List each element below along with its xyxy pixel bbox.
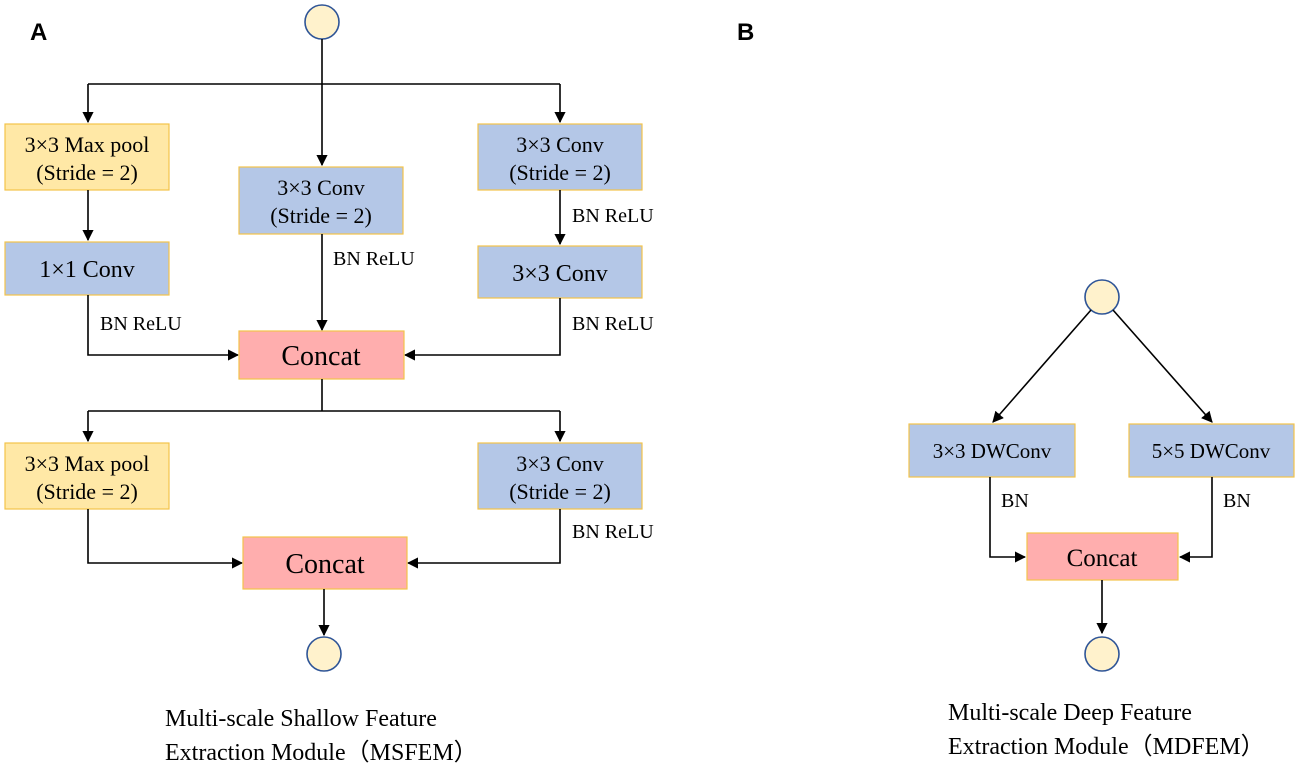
branch1-bn-relu: BN ReLU: [100, 313, 182, 335]
mdfem-input-node: [1084, 279, 1120, 315]
msfem-conv3x3-stride-center: 3×3 Conv (Stride = 2): [238, 166, 404, 235]
msfem-maxpool-2: 3×3 Max pool (Stride = 2): [4, 442, 170, 510]
mdfem-concat-label: Concat: [1067, 545, 1138, 572]
branch5-bn-relu: BN ReLU: [572, 521, 654, 543]
msfem-concat-1: Concat: [238, 330, 405, 380]
conv-right-line2: (Stride = 2): [509, 160, 611, 185]
mdfem-output-node: [1084, 636, 1120, 672]
msfem-top-split-edges: [82, 39, 566, 167]
mdfem-caption-line2: Extraction Module（MDFEM）: [948, 734, 1265, 760]
edge-conv3x3-to-concat1: [403, 298, 561, 361]
msfem-conv3x3-stride-lower: 3×3 Conv (Stride = 2): [477, 442, 643, 510]
edge-dwconv5-to-concat: [1178, 477, 1213, 563]
msfem-maxpool-1: 3×3 Max pool (Stride = 2): [4, 123, 170, 191]
msfem-conv3x3-right: 3×3 Conv: [477, 245, 643, 299]
maxpool-1-line1: 3×3 Max pool: [25, 132, 150, 157]
concat-2-label: Concat: [285, 549, 365, 580]
msfem-conv1x1: 1×1 Conv: [4, 241, 170, 296]
conv-lower-line1: 3×3 Conv: [516, 451, 604, 476]
msfem-input-node: [304, 4, 340, 40]
maxpool-2-line1: 3×3 Max pool: [25, 451, 150, 476]
msfem-conv3x3-stride-right: 3×3 Conv (Stride = 2): [477, 123, 643, 191]
mdfem-caption-line1: Multi-scale Deep Feature: [948, 700, 1192, 726]
msfem-caption-line1: Multi-scale Shallow Feature: [165, 706, 437, 732]
conv-center-line2: (Stride = 2): [270, 203, 372, 228]
mdfem-dwconv5x5: 5×5 DWConv: [1128, 423, 1295, 478]
conv-center-line1: 3×3 Conv: [277, 175, 365, 200]
mdfem-bn-right: BN: [1223, 490, 1251, 512]
branch3-bn-relu-2: BN ReLU: [572, 313, 654, 335]
msfem-caption-line2: Extraction Module（MSFEM）: [165, 740, 478, 766]
branch2-bn-relu: BN ReLU: [333, 248, 415, 270]
mdfem-dwconv3x3: 3×3 DWConv: [908, 423, 1076, 478]
msfem-concat-2: Concat: [242, 536, 408, 590]
edge-dwconv3-to-concat: [989, 477, 1027, 563]
mdfem-concat: Concat: [1026, 532, 1179, 581]
panel-a-label: A: [30, 19, 47, 46]
edge-conv-lower-to-concat2: [406, 509, 561, 569]
branch3-bn-relu-1: BN ReLU: [572, 205, 654, 227]
dwconv3-label: 3×3 DWConv: [933, 439, 1052, 463]
edge-input-to-dwconv3: [992, 309, 1092, 423]
panel-b-label: B: [737, 19, 754, 46]
msfem-second-split-edges: [82, 379, 566, 443]
conv3x3-right-label: 3×3 Conv: [512, 261, 608, 287]
conv-right-line1: 3×3 Conv: [516, 132, 604, 157]
mdfem-bn-left: BN: [1001, 490, 1029, 512]
edge-maxpool2-to-concat2: [87, 509, 244, 569]
conv1x1-label: 1×1 Conv: [39, 257, 135, 283]
concat-1-label: Concat: [281, 341, 361, 372]
conv-lower-line2: (Stride = 2): [509, 479, 611, 504]
edge-conv1x1-to-concat1: [87, 295, 240, 361]
maxpool-1-line2: (Stride = 2): [36, 160, 138, 185]
dwconv5-label: 5×5 DWConv: [1152, 439, 1271, 463]
msfem-output-node: [306, 636, 342, 672]
maxpool-2-line2: (Stride = 2): [36, 479, 138, 504]
edge-input-to-dwconv5: [1112, 309, 1213, 423]
